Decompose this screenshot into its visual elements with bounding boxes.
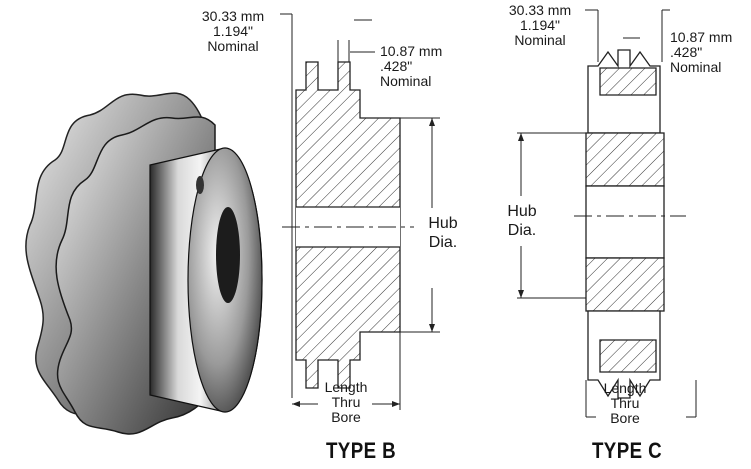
type-c-pitch-note: Nominal xyxy=(514,32,566,48)
type-b-pitch-mm: 30.33 mm xyxy=(201,8,265,24)
type-c-upper-hub xyxy=(585,132,665,187)
type-b-width-dimension: 10.87 mm .428" Nominal xyxy=(380,44,442,89)
type-b-width-note: Nominal xyxy=(380,73,432,89)
type-b-length-line2: Thru xyxy=(331,394,361,410)
type-b-pitch-note: Nominal xyxy=(207,38,259,54)
set-screw-hole xyxy=(196,176,204,194)
sprocket-photo xyxy=(25,92,263,435)
type-b-length-line1: Length xyxy=(324,379,368,395)
type-c-section xyxy=(517,9,697,418)
type-c-hub-line1: Hub xyxy=(507,203,537,220)
type-b-hub-line2: Dia. xyxy=(428,234,458,251)
type-b-pitch-dimension: 30.33 mm 1.194" Nominal xyxy=(186,9,280,54)
type-c-pitch-mm: 30.33 mm xyxy=(508,2,572,18)
bore-hole xyxy=(216,207,240,303)
type-b-hub-dia-label: Hub Dia. xyxy=(420,214,466,252)
type-b-section xyxy=(280,13,440,410)
type-c-top-hatch xyxy=(599,67,657,96)
type-c-bottom-hatch xyxy=(599,339,657,373)
type-b-length-label: Length Thru Bore xyxy=(316,380,376,425)
type-b-width-inch: .428" xyxy=(380,58,413,74)
type-c-title: TYPE C xyxy=(591,438,663,463)
type-c-width-mm: 10.87 mm xyxy=(670,29,733,45)
type-c-pitch-inch: 1.194" xyxy=(519,17,560,33)
hub-cylinder xyxy=(149,147,263,413)
type-c-length-line2: Thru xyxy=(610,395,640,411)
type-c-hub-dia-label: Hub Dia. xyxy=(498,202,546,240)
type-c-length-label: Length Thru Bore xyxy=(596,381,654,426)
type-c-width-dimension: 10.87 mm .428" Nominal xyxy=(670,30,732,75)
type-c-bore xyxy=(585,185,665,259)
type-c-pitch-dimension: 30.33 mm 1.194" Nominal xyxy=(492,3,588,48)
type-b-hub-line1: Hub xyxy=(428,215,458,232)
type-c-lower-hub xyxy=(585,257,665,312)
type-b-title: TYPE B xyxy=(325,438,397,463)
type-b-width-mm: 10.87 mm xyxy=(380,43,443,59)
type-b-pitch-inch: 1.194" xyxy=(212,23,253,39)
type-c-width-note: Nominal xyxy=(670,59,722,75)
type-b-length-line3: Bore xyxy=(331,409,361,425)
type-c-width-inch: .428" xyxy=(670,44,703,60)
type-c-length-line1: Length xyxy=(603,380,647,396)
type-c-length-line3: Bore xyxy=(610,410,640,426)
type-c-hub-line2: Dia. xyxy=(507,222,537,239)
